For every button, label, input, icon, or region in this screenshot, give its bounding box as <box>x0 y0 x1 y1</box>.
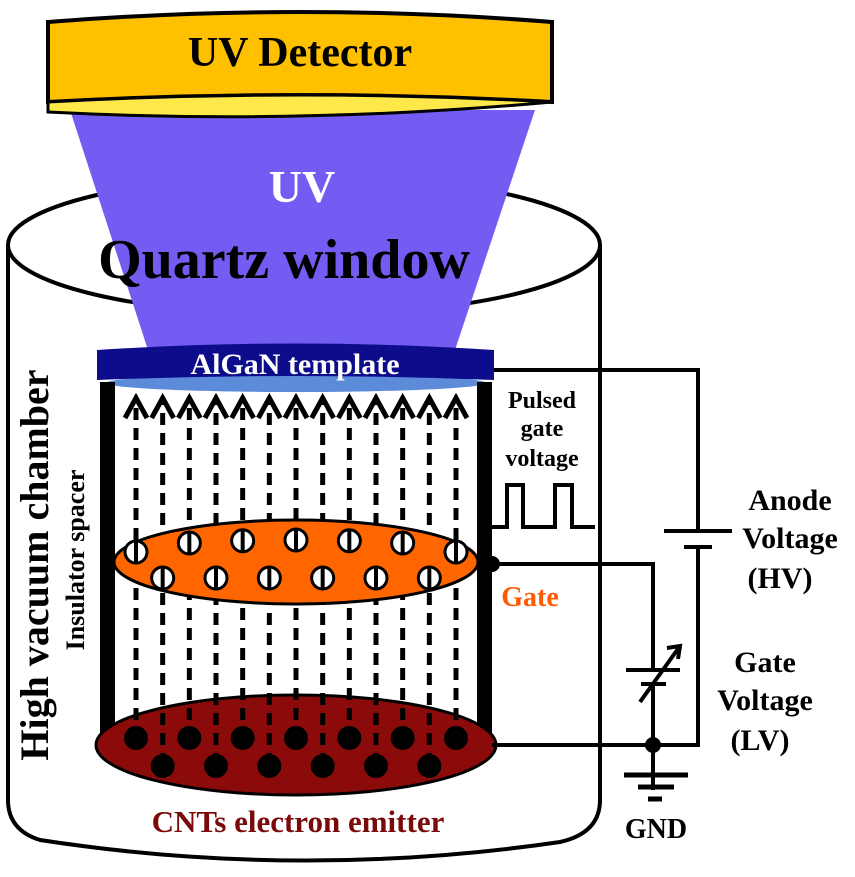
gate-electrode <box>112 518 480 606</box>
gate-label: Gate <box>501 582 559 613</box>
electron-arrowhead <box>442 392 470 420</box>
pulsed-gate-voltage: Pulsed gate voltage <box>490 388 595 529</box>
circuit <box>492 368 732 790</box>
electron-arrowhead <box>176 392 203 420</box>
ground-junction <box>645 737 661 753</box>
chamber-label: High vacuum chamber <box>12 369 57 760</box>
electron-arrowhead <box>202 392 230 420</box>
emitter-tip <box>310 754 335 778</box>
electron-arrowhead <box>229 392 256 420</box>
ground-symbol <box>624 772 688 802</box>
anode-voltage-line-2: Voltage <box>742 522 838 555</box>
ground-label: GND <box>625 814 687 845</box>
cnt-emitter-label: CNTs electron emitter <box>152 804 445 839</box>
algan-body <box>97 343 494 380</box>
quartz-window-label: Quartz window <box>98 229 470 291</box>
cnt-emitter <box>94 693 498 797</box>
emitter-tip <box>257 754 282 778</box>
emitter-tip <box>150 754 175 778</box>
emitter-tip <box>417 754 442 778</box>
gate-voltage-line-3: (LV) <box>731 724 790 757</box>
pulsed-label-line-3: voltage <box>505 446 579 472</box>
gate-voltage-line-1: Gate <box>734 646 796 679</box>
electron-arrowhead <box>309 392 336 420</box>
electron-arrowhead <box>282 392 310 420</box>
anode-wire <box>494 368 700 530</box>
algan-template: AlGaN template <box>97 343 494 392</box>
electron-arrowhead <box>389 392 416 420</box>
detector-bottom-face <box>46 93 553 119</box>
electron-arrowhead <box>149 392 176 420</box>
anode-voltage-line-1: Anode <box>748 484 831 517</box>
electron-arrowhead <box>122 392 150 420</box>
uv-detector-label: UV Detector <box>188 30 412 76</box>
electron-arrowhead <box>336 392 363 420</box>
electron-arrowhead <box>416 392 443 420</box>
electron-arrowhead <box>362 392 390 420</box>
pulsed-label-line-1: Pulsed <box>508 388 577 414</box>
uv-beam <box>70 110 535 350</box>
insulator-spacer-left <box>100 382 115 747</box>
uv-label: UV <box>269 161 335 212</box>
pulsed-label-line-2: gate <box>521 416 564 442</box>
electron-arrowhead <box>256 392 283 420</box>
anode-return-wire <box>655 547 700 747</box>
variable-arrow-shaft <box>638 644 682 704</box>
gate-holes <box>123 527 469 591</box>
pulse-waveform <box>490 483 595 529</box>
gate-wire <box>492 562 655 670</box>
emitter-tip <box>364 754 388 778</box>
gate-voltage-line-2: Voltage <box>717 684 813 717</box>
uv-detector: UV Detector <box>46 10 554 119</box>
emitter-tip <box>204 754 228 778</box>
insulator-spacer-label: Insulator spacer <box>61 470 90 651</box>
anode-voltage-line-3: (HV) <box>748 562 813 595</box>
algan-label: AlGaN template <box>190 348 399 381</box>
variable-arrow-head <box>666 643 683 660</box>
gate-junction <box>484 556 500 572</box>
algan-underside <box>106 374 486 392</box>
